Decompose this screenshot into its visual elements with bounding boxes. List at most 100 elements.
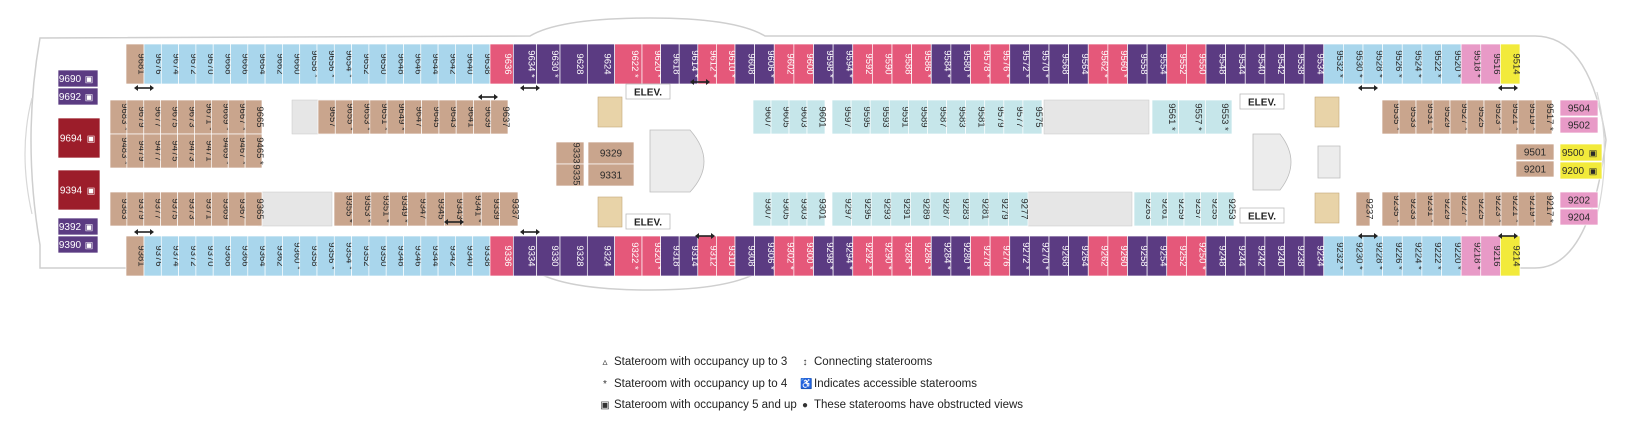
stateroom-9237[interactable]: 9237 xyxy=(1355,191,1375,227)
stateroom-9593[interactable]: 9593 xyxy=(869,99,891,135)
stateroom-9654[interactable]: 9654 * xyxy=(333,43,354,85)
stateroom-9534[interactable]: 9534 xyxy=(1303,43,1325,85)
stateroom-9564[interactable]: 9564 xyxy=(1068,43,1090,85)
stateroom-9292[interactable]: 9292 * xyxy=(852,235,874,277)
stateroom-9592[interactable]: 9592 xyxy=(852,43,874,85)
stateroom-9308[interactable]: 9308 xyxy=(734,235,756,277)
stateroom-9522[interactable]: 9522 * xyxy=(1421,43,1443,85)
stateroom-9518[interactable]: 9518 * xyxy=(1460,43,1482,85)
stateroom-9253[interactable]: 9253 xyxy=(1216,191,1237,227)
stateroom-9589[interactable]: 9589 xyxy=(908,99,929,135)
stateroom-9583[interactable]: 9583 xyxy=(946,99,968,135)
stateroom-9314[interactable]: 9314 xyxy=(678,235,700,277)
stateroom-9224[interactable]: 9224 * xyxy=(1401,235,1424,277)
stateroom-9228[interactable]: 9228 * xyxy=(1362,235,1384,277)
stateroom-9331[interactable]: 9331 xyxy=(587,163,635,187)
stateroom-9303[interactable]: 9303 xyxy=(788,191,810,227)
stateroom-9341[interactable]: 9341 * xyxy=(462,191,484,227)
stateroom-9517[interactable]: 9517 * xyxy=(1534,99,1555,135)
stateroom-9216[interactable]: 9216 xyxy=(1480,235,1502,277)
stateroom-9300[interactable]: 9300 * xyxy=(793,235,815,277)
stateroom-9580[interactable]: 9580 * xyxy=(950,43,972,85)
stateroom-9504[interactable]: 9504 xyxy=(1559,99,1599,117)
stateroom-9557[interactable]: 9557 * xyxy=(1178,99,1206,135)
stateroom-9272[interactable]: 9272 * xyxy=(1009,235,1031,277)
stateroom-9570[interactable]: 9570 * xyxy=(1029,43,1051,85)
stateroom-9284[interactable]: 9284 * xyxy=(930,235,953,277)
stateroom-9634[interactable]: 9634 * xyxy=(512,43,538,85)
stateroom-9217[interactable]: 9217 * xyxy=(1534,191,1555,227)
stateroom-9554[interactable]: 9554 xyxy=(1146,43,1168,85)
stateroom-9548[interactable]: 9548 xyxy=(1205,43,1227,85)
stateroom-9287[interactable]: 9287 xyxy=(929,191,951,227)
stateroom-9204[interactable]: 9204 xyxy=(1559,208,1599,226)
stateroom-9278[interactable]: 9278 xyxy=(970,235,992,277)
stateroom-9530[interactable]: 9530 * xyxy=(1343,43,1365,85)
stateroom-9605[interactable]: 9605 xyxy=(770,99,792,135)
stateroom-9561[interactable]: 9561 * xyxy=(1151,99,1180,135)
stateroom-9578[interactable]: 9578 * xyxy=(970,43,992,85)
stateroom-9553[interactable]: 9553 * xyxy=(1204,99,1233,135)
stateroom-9637[interactable]: 9637 xyxy=(490,99,511,135)
stateroom-9526[interactable]: 9526 * xyxy=(1382,43,1404,85)
stateroom-9577[interactable]: 9577 xyxy=(1003,99,1025,135)
stateroom-9263[interactable]: 9263 xyxy=(1133,191,1154,227)
stateroom-9528[interactable]: 9528 * xyxy=(1362,43,1384,85)
stateroom-9347[interactable]: 9347 xyxy=(407,191,429,227)
stateroom-9607[interactable]: 9607 xyxy=(752,99,774,135)
stateroom-9581[interactable]: 9581 xyxy=(965,99,987,135)
stateroom-9610[interactable]: 9610 * xyxy=(716,43,737,85)
stateroom-9562[interactable]: 9562 * xyxy=(1087,43,1110,85)
stateroom-9310[interactable]: 9310 xyxy=(716,235,737,277)
stateroom-9353[interactable]: 9353 * xyxy=(352,191,373,227)
stateroom-9636[interactable]: 9636 xyxy=(489,43,514,85)
stateroom-9381[interactable]: 9381 xyxy=(125,235,147,277)
stateroom-9694[interactable]: 9694▣ xyxy=(57,117,101,159)
stateroom-9337[interactable]: 9337 xyxy=(499,191,521,227)
stateroom-9558[interactable]: 9558 xyxy=(1127,43,1149,85)
stateroom-9240[interactable]: 9240 xyxy=(1264,235,1286,277)
stateroom-9514[interactable]: 9514 xyxy=(1500,43,1522,85)
stateroom-9244[interactable]: 9244 xyxy=(1225,235,1247,277)
stateroom-9601[interactable]: 9601 xyxy=(806,99,828,135)
stateroom-9320[interactable]: 9320 * xyxy=(641,235,663,277)
stateroom-9351[interactable]: 9351 * xyxy=(370,191,392,227)
stateroom-9614[interactable]: 9614 * xyxy=(678,43,700,85)
stateroom-9628[interactable]: 9628 xyxy=(559,43,588,85)
stateroom-9250[interactable]: 9250 * xyxy=(1186,235,1208,277)
stateroom-9312[interactable]: 9312 xyxy=(697,235,719,277)
stateroom-9394[interactable]: 9394▣ xyxy=(57,169,101,211)
stateroom-9606[interactable]: 9606 * xyxy=(754,43,776,85)
stateroom-9560[interactable]: 9560 * xyxy=(1107,43,1129,85)
stateroom-9392[interactable]: 9392▣ xyxy=(57,217,99,236)
stateroom-9390[interactable]: 9390▣ xyxy=(57,235,99,254)
stateroom-9214[interactable]: 9214 xyxy=(1500,235,1522,277)
stateroom-9260[interactable]: 9260 xyxy=(1107,235,1129,277)
stateroom-9612[interactable]: 9612 * xyxy=(697,43,719,85)
stateroom-9235[interactable]: 9235 * xyxy=(1381,191,1402,227)
stateroom-9502[interactable]: 9502 xyxy=(1559,116,1599,134)
stateroom-9242[interactable]: 9242 xyxy=(1244,235,1267,277)
stateroom-9516[interactable]: 9516 xyxy=(1480,43,1502,85)
stateroom-9588[interactable]: 9588 xyxy=(891,43,913,85)
stateroom-9202[interactable]: 9202 xyxy=(1559,191,1599,209)
stateroom-9603[interactable]: 9603 xyxy=(788,99,810,135)
stateroom-9618[interactable]: 9618 xyxy=(660,43,682,85)
stateroom-9595[interactable]: 9595 xyxy=(850,99,872,135)
stateroom-9345[interactable]: 9345 xyxy=(425,191,447,227)
stateroom-9622[interactable]: 9622 * xyxy=(614,43,643,85)
stateroom-9328[interactable]: 9328 xyxy=(559,235,588,277)
stateroom-9305[interactable]: 9305 xyxy=(770,191,792,227)
stateroom-9298[interactable]: 9298 * xyxy=(813,235,835,277)
stateroom-9542[interactable]: 9542 xyxy=(1264,43,1286,85)
stateroom-9471[interactable]: 9471 xyxy=(194,133,214,169)
stateroom-9218[interactable]: 9218 * xyxy=(1460,235,1482,277)
stateroom-9600[interactable]: 9600 xyxy=(793,43,815,85)
stateroom-9656[interactable]: 9656 * xyxy=(316,43,337,85)
stateroom-9531[interactable]: 9531 * xyxy=(1415,99,1436,135)
stateroom-9338[interactable]: 9338 xyxy=(472,235,493,277)
stateroom-9368[interactable]: 9368 xyxy=(212,235,233,277)
stateroom-9552[interactable]: 9552 xyxy=(1166,43,1188,85)
stateroom-9295[interactable]: 9295 xyxy=(851,191,873,227)
stateroom-9465[interactable]: 9465 * xyxy=(244,133,265,169)
